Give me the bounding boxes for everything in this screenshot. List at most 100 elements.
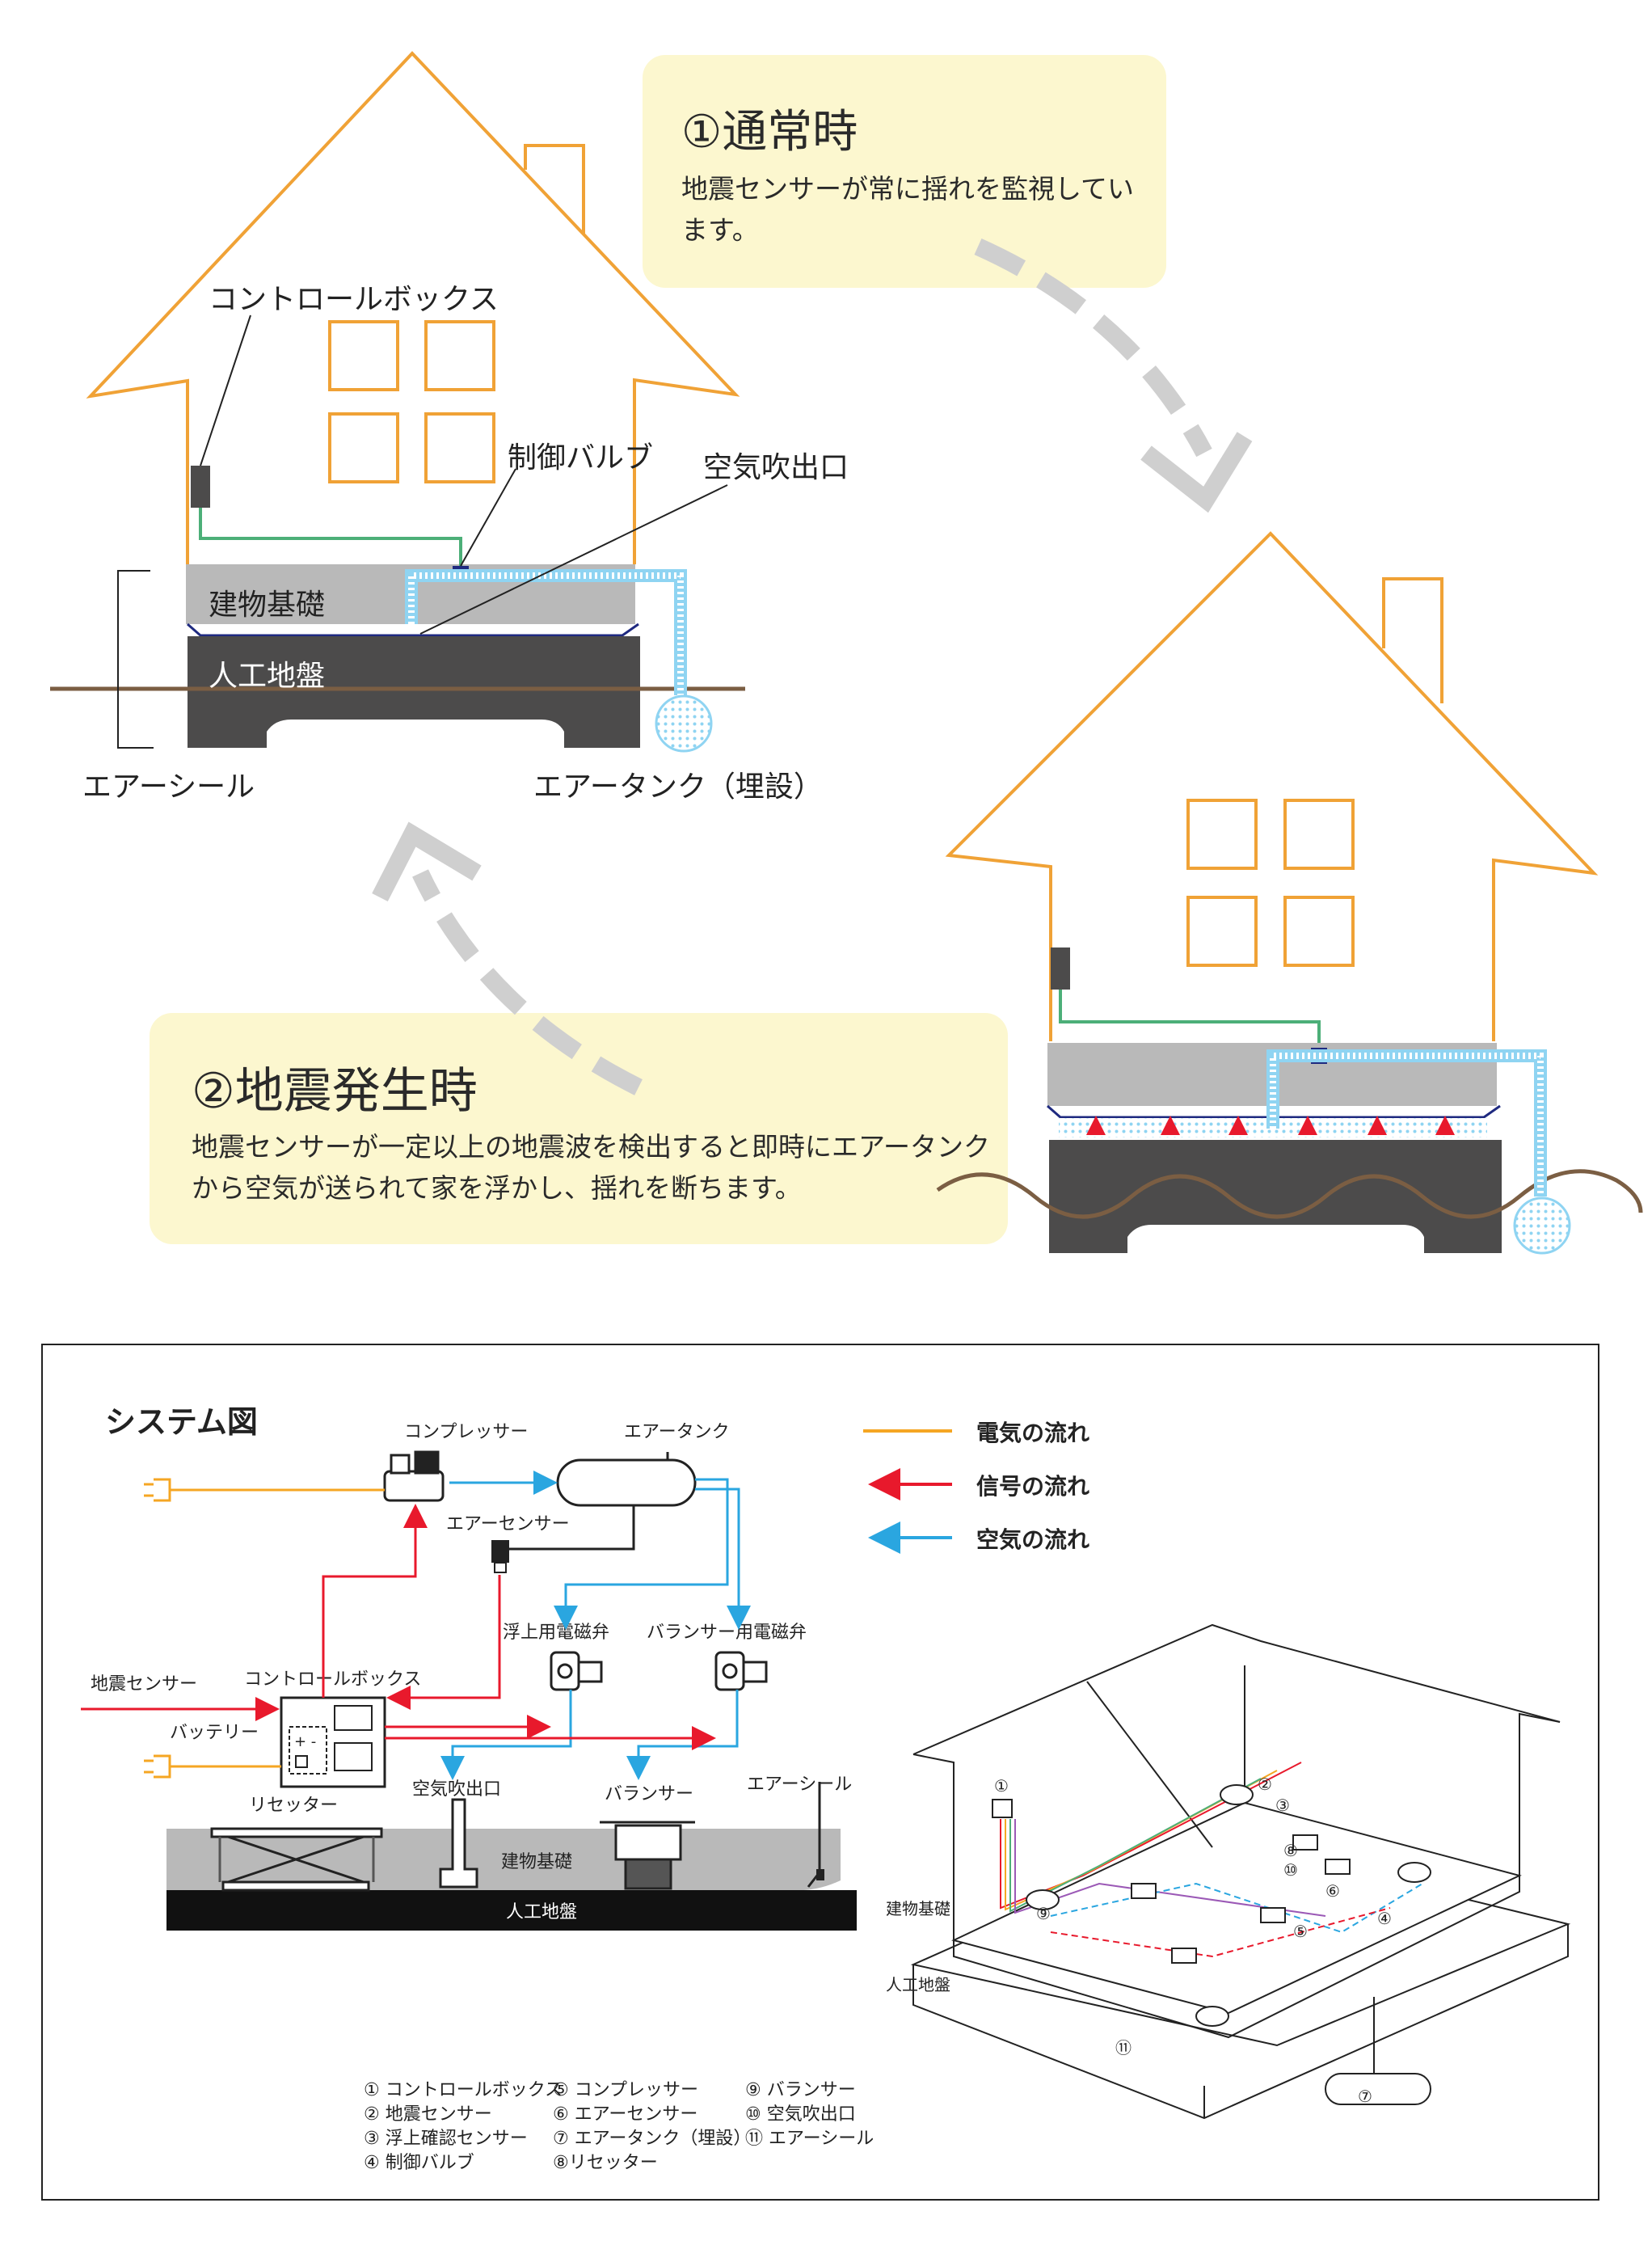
iso-marker: ⑩ xyxy=(1283,1860,1298,1880)
air-tank-icon xyxy=(556,1452,697,1507)
parts-item: ⑪ エアーシール xyxy=(745,2129,874,2149)
label-balancer: バランサー xyxy=(605,1784,693,1804)
air-line xyxy=(440,1690,572,1780)
air-line xyxy=(695,1488,751,1630)
iso-marker: ⑦ xyxy=(1358,2087,1372,2106)
control-wire xyxy=(199,508,462,566)
iso-marker: ⑪ xyxy=(1115,2038,1132,2057)
flow-arrow-to-normal-head xyxy=(372,821,482,902)
label-air-outlet: 空気吹出口 xyxy=(412,1779,501,1800)
label-artificial-ground: 人工地盤 xyxy=(209,660,325,693)
callout-normal-title: ①通常時 xyxy=(681,106,858,158)
label-air-tank: エアータンク xyxy=(624,1422,730,1442)
leader-valve xyxy=(460,468,516,567)
label-system-foundation: 建物基礎 xyxy=(501,1852,572,1872)
control-wire xyxy=(1059,990,1321,1043)
control-box-icon xyxy=(280,1696,386,1788)
leader-outlet xyxy=(419,484,728,635)
label-compressor: コンプレッサー xyxy=(404,1422,528,1442)
air-seal xyxy=(187,622,639,637)
balancer-valve-icon xyxy=(714,1651,768,1691)
label-air-tank: エアータンク（埋設） xyxy=(533,770,823,804)
iso-wall xyxy=(912,1754,955,1940)
callout-normal: ①通常時 地震センサーが常に揺れを監視しています。 xyxy=(643,55,1166,288)
control-box-icon xyxy=(1051,947,1070,990)
iso-marker: ③ xyxy=(1275,1796,1290,1815)
air-sensor-icon xyxy=(491,1540,509,1573)
flow-arrow-to-quake-head xyxy=(1140,432,1253,513)
iso-label-artificial-ground: 人工地盤 xyxy=(886,1975,950,1994)
parts-item: ⑥ エアーセンサー xyxy=(553,2104,697,2125)
signal-line xyxy=(322,1504,428,1698)
window xyxy=(1186,799,1355,967)
house-outline xyxy=(945,531,1599,1041)
label-battery: バッテリー xyxy=(170,1723,259,1743)
iso-marker: ② xyxy=(1258,1775,1272,1794)
iso-tank xyxy=(1325,2073,1431,2105)
house-quake xyxy=(936,531,1643,1255)
resetter-icon xyxy=(210,1827,383,1892)
iso-marker: ④ xyxy=(1377,1909,1392,1928)
leader-ground-bracket xyxy=(117,570,154,749)
parts-item: ⑨ バランサー xyxy=(745,2080,856,2100)
system-title: システム図 xyxy=(105,1404,258,1440)
air-seal-marker xyxy=(816,1869,824,1880)
parts-item: ⑧リセッター xyxy=(553,2153,658,2173)
iso-label-foundation: 建物基礎 xyxy=(886,1899,950,1918)
lift-valve-icon xyxy=(550,1651,603,1691)
air-outlet-icon xyxy=(439,1798,478,1889)
iso-marker: ⑥ xyxy=(1325,1881,1340,1901)
window xyxy=(328,320,495,483)
air-line xyxy=(554,1478,729,1630)
label-control-valve: 制御バルブ xyxy=(508,441,653,475)
label-balancer-valve: バランサー用電磁弁 xyxy=(647,1623,807,1643)
system-frame xyxy=(41,1344,1599,2201)
soil-wave xyxy=(936,1169,1643,1219)
callout-quake-title: ②地震発生時 xyxy=(192,1063,478,1120)
parts-list: ① コントロールボックス ② 地震センサー ③ 浮上確認センサー ④ 制御バルブ… xyxy=(364,2080,874,2173)
callout-quake: ②地震発生時 地震センサーが一定以上の地震波を検出すると即時にエアータンクから空… xyxy=(150,1013,1008,1244)
parts-item: ⑤ コンプレッサー xyxy=(553,2080,698,2100)
parts-item: ② 地震センサー xyxy=(364,2104,492,2125)
callout-quake-text: 地震センサーが一定以上の地震波を検出すると即時にエアータンクから空気が送られて家… xyxy=(192,1131,991,1205)
label-control-box: コントロールボックス xyxy=(209,283,499,316)
svg-text:+ -: + - xyxy=(294,1733,316,1750)
lift-arrow xyxy=(1086,1116,1455,1135)
label-control-box: コントロールボックス xyxy=(244,1669,421,1690)
iso-marker: ⑤ xyxy=(1293,1922,1308,1941)
parts-item: ⑩ 空気吹出口 xyxy=(745,2104,856,2125)
parts-item: ④ 制御バルブ xyxy=(364,2153,474,2173)
label-air-sensor: エアーセンサー xyxy=(446,1514,570,1534)
label-air-outlet: 空気吹出口 xyxy=(703,451,849,484)
iso-roof-line xyxy=(1086,1681,1213,1848)
house-normal: コントロールボックス 制御バルブ 空気吹出口 建物基礎 人工地盤 エアーシール … xyxy=(50,51,849,804)
ground-gap xyxy=(267,720,564,748)
ground-gap xyxy=(1127,1225,1424,1253)
balancer-icon xyxy=(600,1821,695,1890)
label-resetter: リセッター xyxy=(249,1796,338,1816)
system-artificial-ground xyxy=(166,1890,857,1931)
air-pipe-core xyxy=(408,572,684,695)
iso-wall xyxy=(1519,1712,1561,1876)
flow-arrow-to-quake xyxy=(974,238,1212,458)
iso-foundation-side xyxy=(953,1876,1520,2039)
label-foundation: 建物基礎 xyxy=(209,589,325,622)
iso-components xyxy=(992,1784,1431,2027)
air-tank-icon xyxy=(1513,1196,1571,1255)
signal-line xyxy=(386,1575,501,1710)
legend-signal-label: 信号の流れ xyxy=(976,1473,1089,1500)
label-quake-sensor: 地震センサー xyxy=(91,1674,197,1694)
label-lift-valve: 浮上用電磁弁 xyxy=(503,1623,609,1643)
compressor-icon xyxy=(383,1450,445,1502)
parts-item: ⑦ エアータンク（埋設） xyxy=(553,2129,751,2149)
battery-icon: + - xyxy=(294,1733,316,1750)
iso-marker: ① xyxy=(994,1776,1009,1796)
system-diagram: システム図 電気の流れ 信号の流れ 空気の流れ コンプレッサー エアータンク エ… xyxy=(41,1344,1599,2201)
chimney xyxy=(524,144,585,234)
label-air-seal: エアーシール xyxy=(747,1775,852,1795)
legend: 電気の流れ 信号の流れ 空気の流れ xyxy=(863,1420,1089,1554)
control-box-icon xyxy=(191,466,210,508)
leader-control-box xyxy=(200,314,251,466)
iso-house xyxy=(910,1623,1571,2120)
